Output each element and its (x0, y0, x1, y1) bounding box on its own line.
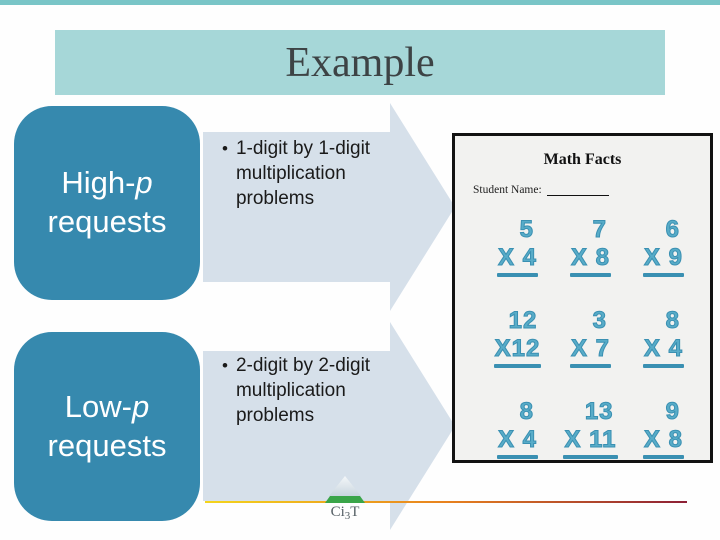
arrow-shape-low-p (203, 322, 455, 530)
bullet-icon: • (222, 356, 228, 375)
fact-multiplier: X 4 (497, 244, 538, 272)
student-name-row: Student Name: (473, 184, 710, 196)
arrow-shape-high-p (203, 103, 455, 311)
fact-multiplier: X12 (494, 335, 541, 363)
fact-multiplier: X 9 (643, 244, 684, 272)
ci3t-logo: Ci3T (317, 474, 373, 522)
footer-gradient-line (205, 501, 687, 503)
answer-line (569, 273, 612, 277)
arrow-bullet-text-2: • 2-digit by 2-digit multiplication prob… (222, 353, 400, 428)
math-fact-cell: 5 X 4 (496, 216, 539, 277)
high-p-requests-box: High-p requests (14, 106, 200, 300)
right-arrow-icon (203, 322, 455, 530)
triangle-logo-icon (325, 476, 365, 503)
answer-line (642, 455, 685, 459)
arrow-bullet-text-1: • 1-digit by 1-digit multiplication prob… (222, 136, 400, 211)
fact-multiplier: X 7 (570, 335, 611, 363)
box-label-line1: High-p (61, 165, 153, 201)
answer-line (642, 364, 685, 368)
bullet-icon: • (222, 139, 228, 158)
math-fact-cell: 3 X 7 (569, 307, 612, 368)
answer-line (569, 364, 612, 368)
math-fact-cell: 13 X 11 (563, 398, 618, 459)
fact-top-number: 3 (592, 307, 608, 335)
answer-line (496, 455, 539, 459)
answer-line (563, 455, 618, 459)
math-fact-cell: 8 X 4 (496, 398, 539, 459)
student-name-blank (546, 184, 609, 196)
ci3t-logo-text: Ci3T (330, 504, 360, 522)
fact-top-number: 8 (665, 307, 681, 335)
math-facts-worksheet: Math Facts Student Name: 5 X 4 7 X 8 6 X… (452, 133, 713, 463)
box-label-line1: Low-p (64, 388, 150, 424)
fact-top-number: 7 (592, 216, 608, 244)
fact-top-number: 9 (665, 398, 681, 426)
math-fact-cell: 7 X 8 (569, 216, 612, 277)
title-banner: Example (55, 30, 665, 95)
fact-top-number: 13 (584, 398, 614, 426)
box-label-line2: requests (47, 204, 167, 239)
answer-line (642, 273, 685, 277)
fact-top-number: 5 (519, 216, 535, 244)
slide-title: Example (285, 39, 435, 86)
worksheet-title: Math Facts (543, 151, 622, 168)
math-fact-cell: 8 X 4 (642, 307, 685, 368)
top-accent-strip (0, 0, 720, 5)
fact-top-number: 6 (665, 216, 681, 244)
fact-top-number: 8 (519, 398, 535, 426)
student-name-label: Student Name: (473, 184, 542, 196)
box-label-line2: requests (47, 427, 167, 463)
fact-multiplier: X 8 (643, 426, 684, 454)
fact-multiplier: X 4 (497, 426, 538, 454)
low-p-requests-box: Low-p requests (14, 332, 200, 521)
answer-line (496, 273, 539, 277)
fact-multiplier: X 11 (564, 426, 617, 454)
math-fact-cell: 6 X 9 (642, 216, 685, 277)
arrow-text-label: 1-digit by 1-digit multiplication proble… (235, 138, 371, 210)
math-fact-cell: 12 X12 (493, 307, 542, 368)
math-fact-cell: 9 X 8 (642, 398, 685, 459)
fact-multiplier: X 4 (643, 335, 684, 363)
fact-top-number: 12 (508, 307, 538, 335)
math-facts-grid: 5 X 4 7 X 8 6 X 9 12 X12 3 X 7 (455, 196, 710, 459)
fact-multiplier: X 8 (570, 244, 611, 272)
arrow-text-label: 2-digit by 2-digit multiplication proble… (235, 355, 371, 427)
answer-line (493, 364, 542, 368)
right-arrow-icon (203, 103, 455, 311)
